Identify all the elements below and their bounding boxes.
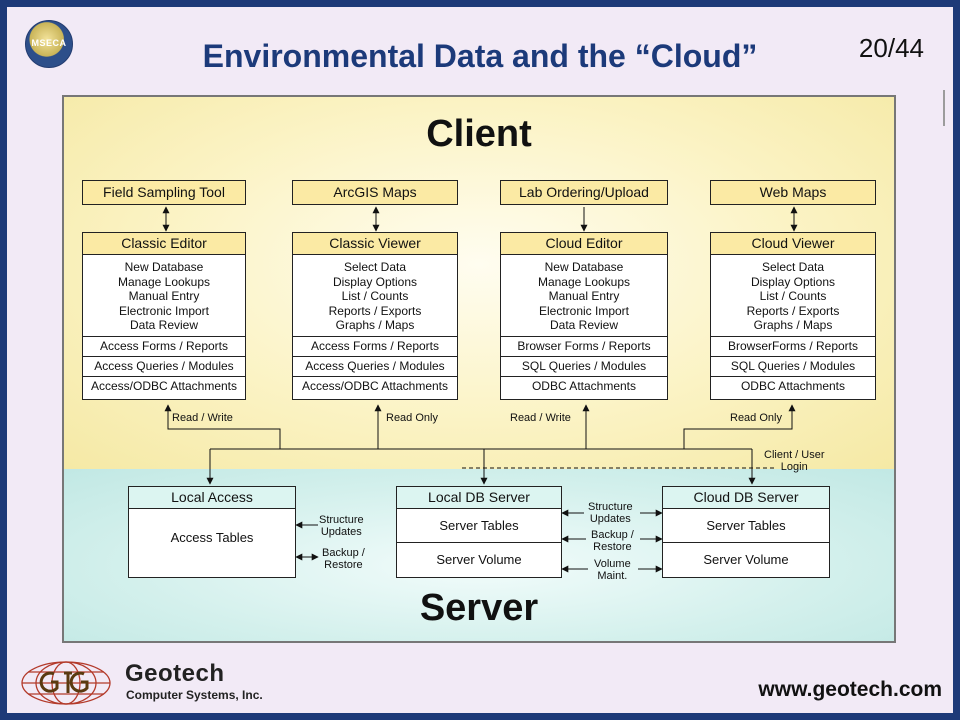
feature-item: New Database [124, 260, 204, 274]
client-zone-title: Client [426, 113, 532, 155]
feature-item: Data Review [549, 318, 619, 332]
feature-item: Electronic Import [538, 303, 630, 318]
local-link-label: Backup / Restore [322, 547, 365, 571]
server-title: Local Access [129, 487, 295, 509]
company-name: Geotech [125, 660, 225, 687]
feature-item: Electronic Import [118, 303, 210, 318]
tool-field-sampling: Field Sampling Tool [82, 180, 246, 205]
feature-item: Manual Entry [128, 289, 200, 303]
architecture-diagram: Client Server [62, 95, 896, 643]
tool-arcgis-maps: ArcGIS Maps [292, 180, 458, 205]
sync-link-label: Structure Updates [588, 501, 633, 525]
server-box-cloud-db: Cloud DB Server Server Tables Server Vol… [662, 486, 830, 578]
sync-link-label: Volume Maint. [594, 558, 631, 582]
mseca-logo: MSECA [25, 20, 73, 68]
component-row: ODBC Attachments [740, 379, 846, 393]
feature-item: Manage Lookups [537, 274, 631, 289]
label-line: Login [780, 461, 808, 473]
feature-item: Manage Lookups [117, 274, 211, 289]
geotech-globe-logo [21, 661, 111, 705]
label-line: Structure [319, 514, 364, 526]
server-row: Server Tables [663, 509, 829, 543]
link-label-read-write: Read / Write [172, 412, 233, 424]
app-box-classic-viewer: Classic Viewer Select Data Display Optio… [292, 232, 458, 400]
feature-item: Select Data [343, 260, 407, 274]
component-row: Access/ODBC Attachments [90, 379, 238, 393]
server-box-local-access: Local Access Access Tables [128, 486, 296, 578]
label-line: Volume [594, 558, 631, 570]
app-box-classic-editor: Classic Editor New Database Manage Looku… [82, 232, 246, 400]
feature-item: Select Data [761, 260, 825, 274]
server-title: Cloud DB Server [663, 487, 829, 509]
feature-item: Data Review [129, 318, 199, 332]
link-label-read-only: Read Only [730, 412, 782, 424]
feature-item: Display Options [332, 274, 418, 289]
link-label-read-write: Read / Write [510, 412, 571, 424]
component-row: SQL Queries / Modules [501, 357, 667, 377]
label-line: Client / User [764, 449, 825, 461]
server-zone-title: Server [419, 587, 539, 629]
feature-item: List / Counts [759, 289, 827, 303]
feature-item: Graphs / Maps [335, 318, 415, 332]
sync-link-label: Backup / Restore [591, 529, 634, 553]
feature-item: New Database [544, 260, 624, 274]
feature-item: Display Options [750, 274, 836, 289]
component-row: ODBC Attachments [531, 379, 637, 393]
component-row: BrowserForms / Reports [711, 337, 875, 357]
connector-lines [162, 206, 798, 573]
feature-item: Reports / Exports [746, 303, 840, 318]
component-row: SQL Queries / Modules [711, 357, 875, 377]
app-title: Classic Viewer [293, 233, 457, 255]
feature-list: Select Data Display Options List / Count… [711, 255, 875, 337]
edge-marker [943, 90, 945, 126]
app-title: Cloud Editor [501, 233, 667, 255]
page-number: 20/44 [858, 33, 924, 63]
label-line: Maint. [597, 570, 628, 582]
slide-title: Environmental Data and the “Cloud” [202, 38, 758, 74]
feature-item: Manual Entry [548, 289, 620, 303]
feature-item: Reports / Exports [328, 303, 422, 318]
server-box-local-db: Local DB Server Server Tables Server Vol… [396, 486, 562, 578]
footer-url[interactable]: www.geotech.com [758, 678, 942, 701]
server-row: Server Volume [436, 552, 522, 567]
label-line: Backup / [591, 529, 634, 541]
label-line: Updates [320, 526, 362, 538]
feature-list: New Database Manage Lookups Manual Entry… [83, 255, 245, 337]
feature-list: New Database Manage Lookups Manual Entry… [501, 255, 667, 337]
mseca-logo-text: MSECA [31, 38, 67, 48]
feature-list: Select Data Display Options List / Count… [293, 255, 457, 337]
feature-item: List / Counts [341, 289, 409, 303]
company-subtitle: Computer Systems, Inc. [126, 688, 263, 702]
component-row: Access Forms / Reports [293, 337, 457, 357]
label-line: Restore [324, 559, 363, 571]
label-line: Backup / [322, 547, 365, 559]
app-box-cloud-viewer: Cloud Viewer Select Data Display Options… [710, 232, 876, 400]
feature-item: Graphs / Maps [753, 318, 833, 332]
label-line: Restore [593, 541, 632, 553]
app-box-cloud-editor: Cloud Editor New Database Manage Lookups… [500, 232, 668, 400]
app-title: Classic Editor [83, 233, 245, 255]
app-title: Cloud Viewer [711, 233, 875, 255]
component-row: Access Queries / Modules [293, 357, 457, 377]
tool-lab-ordering: Lab Ordering/Upload [500, 180, 668, 205]
server-row: Server Tables [397, 509, 561, 543]
server-row: Access Tables [170, 530, 254, 545]
server-title: Local DB Server [397, 487, 561, 509]
label-line: Structure [588, 501, 633, 513]
component-row: Access Queries / Modules [83, 357, 245, 377]
link-label-read-only: Read Only [386, 412, 438, 424]
client-user-login-label: Client / User Login [764, 449, 825, 473]
label-line: Updates [589, 513, 631, 525]
local-link-label: Structure Updates [319, 514, 364, 538]
component-row: Browser Forms / Reports [501, 337, 667, 357]
component-row: Access Forms / Reports [83, 337, 245, 357]
server-row: Server Volume [703, 552, 789, 567]
tool-web-maps: Web Maps [710, 180, 876, 205]
component-row: Access/ODBC Attachments [301, 379, 449, 393]
